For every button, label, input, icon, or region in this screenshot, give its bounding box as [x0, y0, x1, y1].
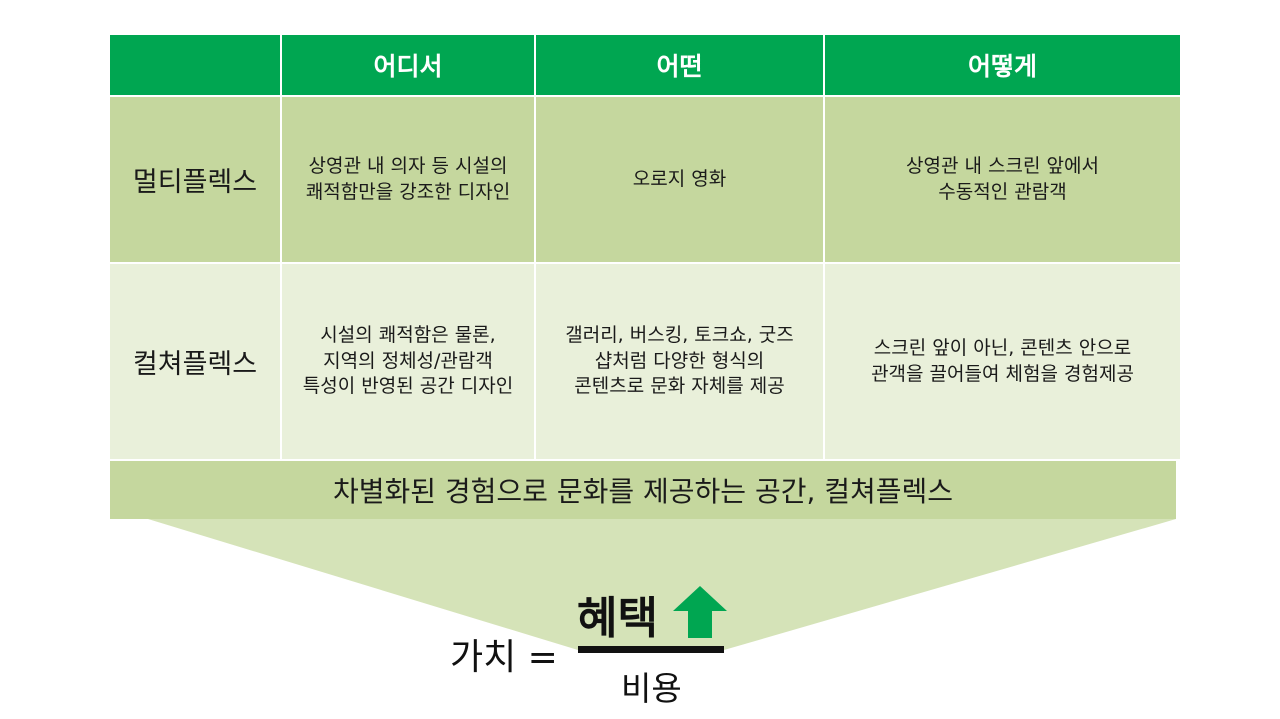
header-empty	[110, 35, 280, 95]
multiplex-what: 오로지 영화	[536, 97, 823, 262]
row-label-cultureplex: 컬쳐플렉스	[110, 264, 280, 459]
header-where: 어디서	[282, 35, 534, 95]
summary-banner: 차별화된 경험으로 문화를 제공하는 공간, 컬쳐플렉스	[110, 461, 1176, 519]
header-what: 어떤	[536, 35, 823, 95]
multiplex-how: 상영관 내 스크린 앞에서 수동적인 관람객	[825, 97, 1180, 262]
cultureplex-how: 스크린 앞이 아닌, 콘텐츠 안으로 관객을 끌어들여 체험을 경험제공	[825, 264, 1180, 459]
formula-lhs: 가치 =	[450, 637, 558, 678]
cultureplex-where: 시설의 쾌적함은 물론, 지역의 정체성/관람객 특성이 반영된 공간 디자인	[282, 264, 534, 459]
multiplex-where: 상영관 내 의자 등 시설의 쾌적함만을 강조한 디자인	[282, 97, 534, 262]
comparison-table: 어디서 어떤 어떻게 멀티플렉스 상영관 내 의자 등 시설의 쾌적함만을 강조…	[110, 35, 1180, 459]
cultureplex-what: 갤러리, 버스킹, 토크쇼, 굿즈 샵처럼 다양한 형식의 콘텐츠로 문화 자체…	[536, 264, 823, 459]
formula-denominator: 비용	[621, 669, 682, 708]
formula-numerator: 혜택	[577, 593, 658, 644]
fraction-bar	[578, 646, 724, 653]
header-how: 어떻게	[825, 35, 1180, 95]
up-arrow-icon	[673, 586, 727, 638]
row-label-multiplex: 멀티플렉스	[110, 97, 280, 262]
